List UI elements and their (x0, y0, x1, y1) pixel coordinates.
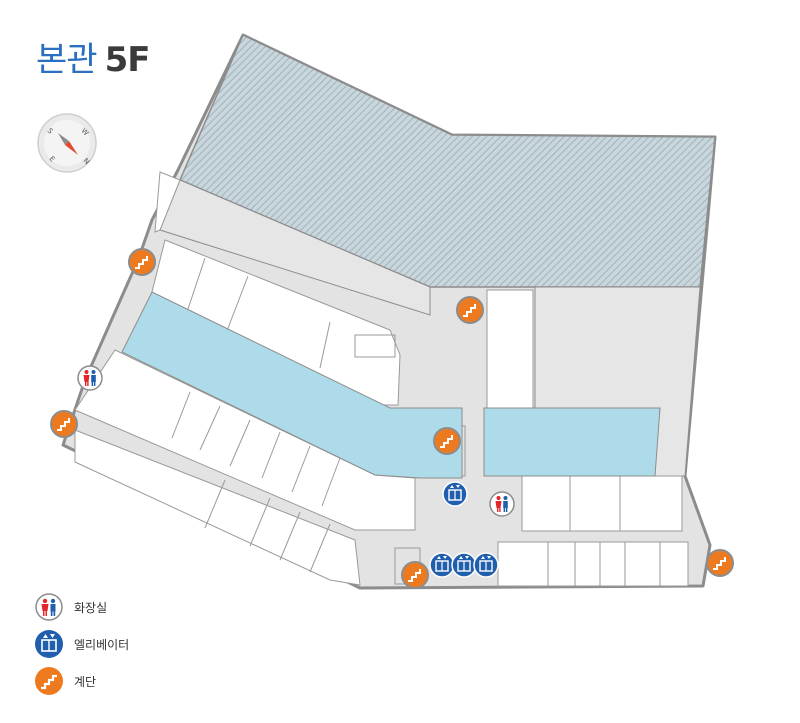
restroom-icon[interactable] (489, 491, 515, 517)
room-southeast-block (497, 541, 689, 587)
stairs-icon[interactable] (456, 296, 484, 324)
stairs-icon[interactable] (128, 248, 156, 276)
legend-label: 계단 (74, 674, 97, 689)
legend-item-restroom: 화장실 (34, 592, 129, 622)
compass-n: N (82, 157, 91, 166)
stairs-icon[interactable] (433, 427, 461, 455)
elevator-icon[interactable] (429, 552, 455, 578)
restroom-icon (35, 593, 63, 621)
stairs-icon[interactable] (50, 410, 78, 438)
legend: 화장실 엘리베이터 계단 (34, 592, 129, 703)
building-name: 본관 (36, 40, 98, 80)
legend-item-elevator: 엘리베이터 (34, 629, 129, 659)
room-north-core (486, 289, 534, 409)
elevator-icon (35, 630, 63, 658)
legend-item-stairs: 계단 (34, 666, 129, 696)
compass-w: W (80, 127, 91, 138)
legend-label: 화장실 (74, 600, 108, 615)
elevator-icon[interactable] (451, 552, 477, 578)
stairs-icon (35, 667, 63, 695)
partitions (171, 257, 661, 586)
stairs-icon[interactable] (706, 549, 734, 577)
compass-e: E (48, 155, 57, 164)
stairs-icon[interactable] (401, 561, 429, 589)
atrium-east (483, 407, 661, 477)
compass-s: S (46, 127, 55, 136)
room-east-block (521, 475, 683, 532)
compass-icon: S W E N (37, 113, 97, 173)
elevator-icon[interactable] (473, 552, 499, 578)
floor-level: 5F (104, 40, 151, 80)
room-block-south2 (74, 429, 361, 586)
restroom-icon[interactable] (77, 365, 103, 391)
room-west-tower (154, 171, 181, 233)
atrium (121, 291, 463, 479)
elevator-icon[interactable] (442, 481, 468, 507)
legend-label: 엘리베이터 (74, 637, 130, 652)
